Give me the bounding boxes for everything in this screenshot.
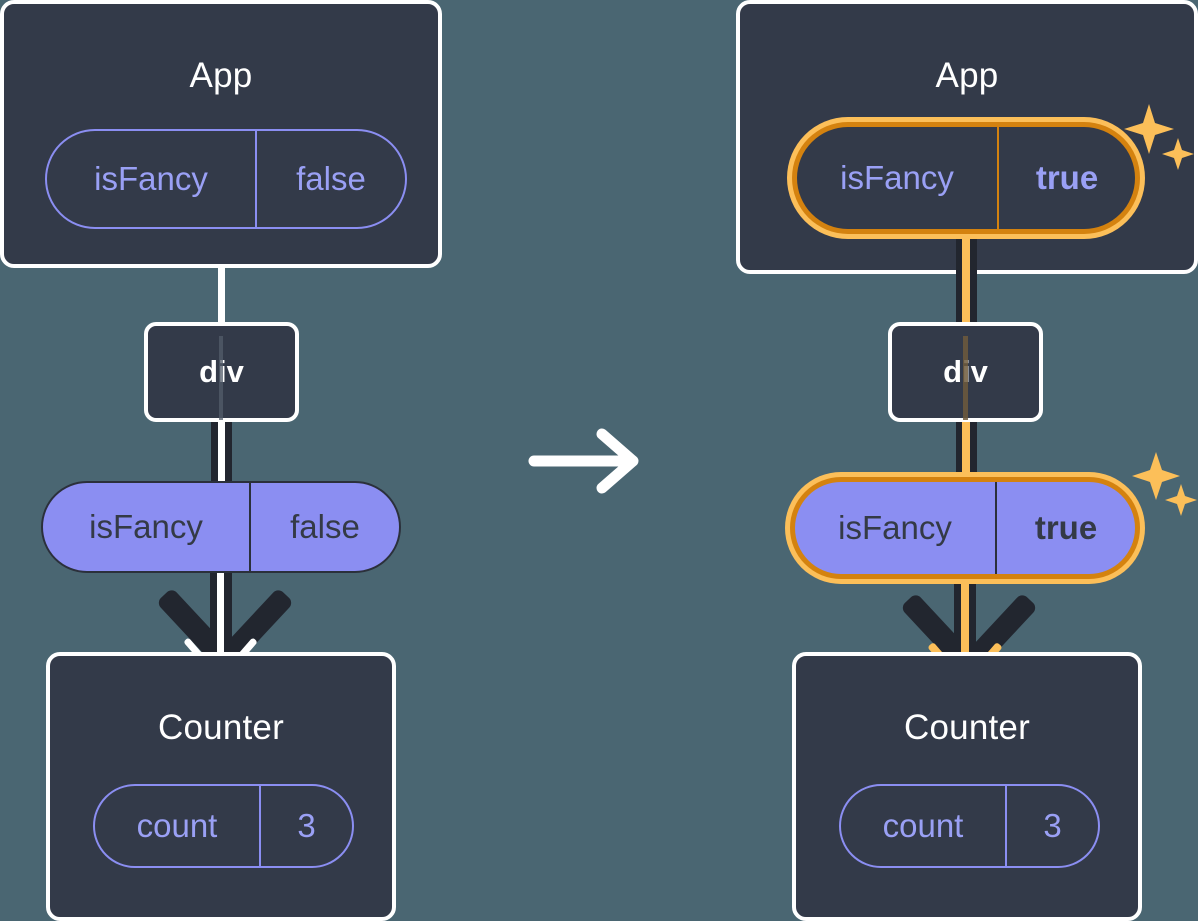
app-panel-title: App: [935, 56, 999, 95]
counter-panel-title: Counter: [158, 708, 284, 747]
props-pill-key: isFancy: [838, 509, 952, 546]
app-panel-before: App isFancy false: [0, 0, 442, 268]
arrow-shaft-core: [217, 565, 224, 653]
sparkle-large-icon: [1124, 104, 1174, 154]
props-pill-sparkles: [1132, 448, 1198, 528]
app-state-pill-value: true: [997, 127, 1135, 229]
wire-div-to-props-after-core: [962, 420, 970, 482]
counter-panel-title: Counter: [904, 708, 1030, 747]
sparkle-small-icon: [1162, 138, 1194, 170]
counter-state-pill-before: count 3: [93, 784, 354, 868]
arrow-shaft-core: [961, 570, 969, 658]
app-panel-title: App: [189, 56, 253, 95]
counter-state-pill-value: 3: [1005, 786, 1098, 866]
arrow-props-to-counter-after: [874, 570, 1064, 684]
props-pill-value: true: [995, 482, 1135, 574]
counter-state-pill-after: count 3: [839, 784, 1100, 868]
props-pill-before: isFancy false: [41, 481, 401, 573]
app-state-pill-after: isFancy true: [792, 122, 1140, 234]
wire-app-to-div-after-core: [962, 215, 970, 325]
wire-div-to-props-before-core: [218, 420, 225, 482]
counter-state-pill-key: count: [136, 807, 218, 844]
counter-state-pill-key: count: [882, 807, 964, 844]
app-state-pill-value: false: [255, 131, 405, 227]
props-pill-key: isFancy: [89, 508, 203, 545]
transition-arrow-icon: [528, 424, 648, 498]
props-pill-after: isFancy true: [790, 477, 1140, 579]
sparkle-small-icon: [1165, 484, 1197, 516]
counter-panel-after: Counter count 3: [792, 652, 1142, 921]
wire-through-div-after: [963, 336, 968, 420]
app-state-pill-key: isFancy: [840, 159, 954, 196]
wire-app-to-div-before: [218, 264, 225, 324]
right-arrow-icon: [528, 428, 639, 494]
app-state-pill-before: isFancy false: [45, 129, 407, 229]
wire-through-div-before: [219, 336, 223, 420]
app-pill-sparkles: [1124, 98, 1198, 184]
sparkle-large-icon: [1132, 452, 1180, 500]
arrow-props-to-counter-before: [130, 565, 320, 679]
counter-panel-before: Counter count 3: [46, 652, 396, 921]
counter-state-pill-value: 3: [259, 786, 352, 866]
props-pill-value: false: [249, 483, 399, 571]
app-state-pill-key: isFancy: [94, 160, 208, 197]
